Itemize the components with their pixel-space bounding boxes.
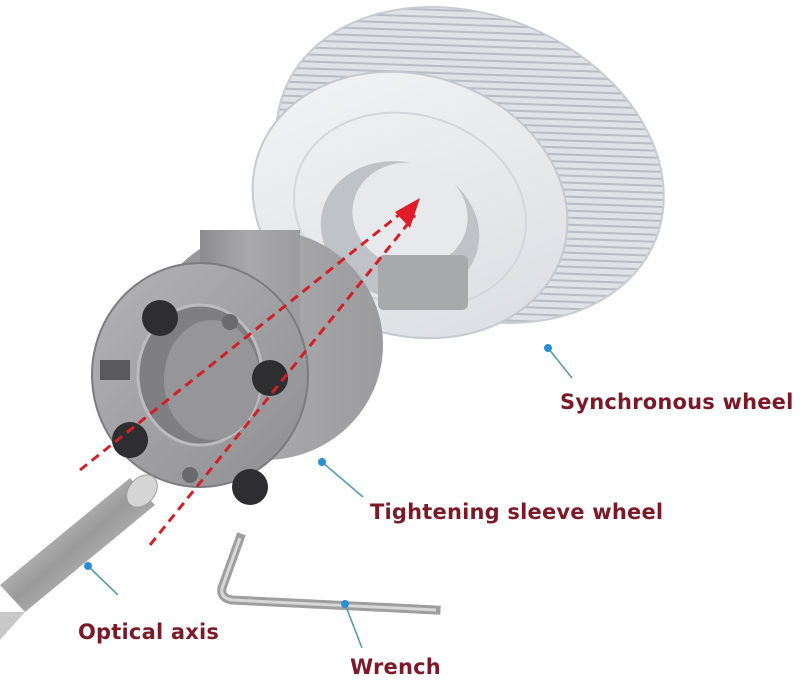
label-synchronous-wheel: Synchronous wheel xyxy=(560,390,794,414)
optical-axis-illustration xyxy=(0,474,158,640)
label-wrench: Wrench xyxy=(350,655,441,679)
label-tightening-sleeve-wheel: Tightening sleeve wheel xyxy=(370,500,664,524)
synchronous-wheel-pointer-icon xyxy=(544,344,552,352)
wrench-pointer-icon xyxy=(341,600,349,608)
assembly-arrows xyxy=(79,208,417,546)
tightening-sleeve-illustration xyxy=(91,230,383,505)
label-optical-axis: Optical axis xyxy=(78,620,220,644)
wrench-illustration xyxy=(217,532,441,615)
leader-lines xyxy=(87,347,573,649)
tightening-sleeve-pointer-icon xyxy=(318,458,326,466)
assembly-arrowhead-icon xyxy=(395,198,420,228)
optical-axis-pointer-icon xyxy=(84,562,92,570)
